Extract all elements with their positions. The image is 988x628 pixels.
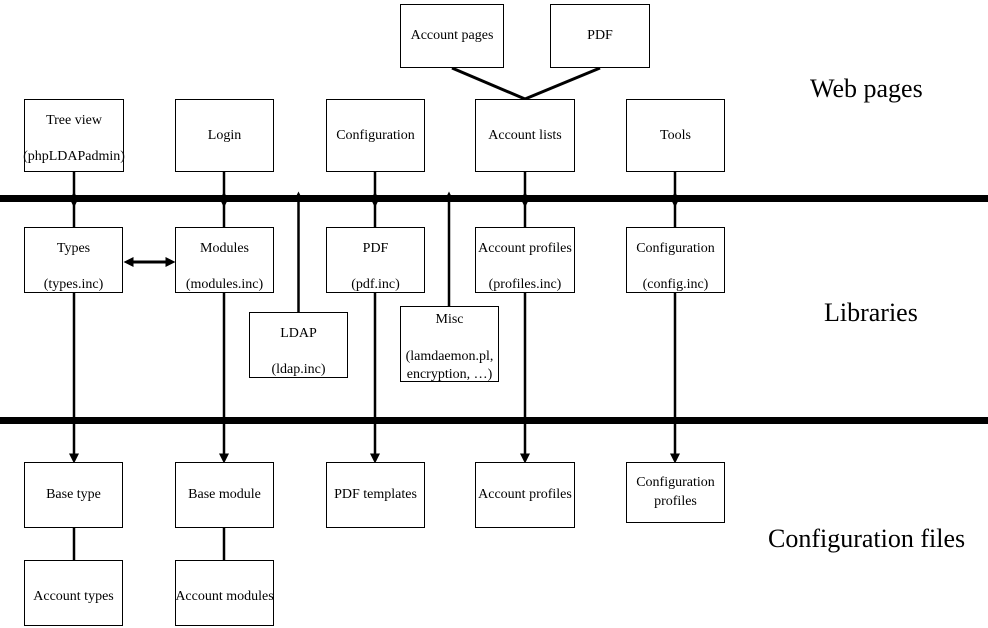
node-pdf-source-label: PDF <box>587 28 613 44</box>
node-account-modules[interactable]: Account modules <box>175 560 274 626</box>
connector-account-pages-to-account-lists <box>451 66 526 101</box>
node-configuration-profiles[interactable]: Configuration profiles <box>626 462 725 523</box>
node-account-types[interactable]: Account types <box>24 560 123 626</box>
node-ldap-sublabel: (ldap.inc) <box>271 362 326 378</box>
node-account-profiles-lib-label: Account profiles <box>478 241 572 256</box>
node-tools-label: Tools <box>660 127 691 143</box>
node-account-profiles-lib[interactable]: Account profiles (profiles.inc) <box>475 227 575 293</box>
node-misc[interactable]: Misc (lamdaemon.pl, encryption, …) <box>400 306 499 382</box>
section-label-configuration-files: Configuration files <box>768 524 965 554</box>
node-modules-label: Modules <box>200 241 249 256</box>
section-label-web-pages-text: Web pages <box>810 74 923 103</box>
node-tools[interactable]: Tools <box>626 99 725 172</box>
section-label-web-pages: Web pages <box>810 74 923 104</box>
node-base-module[interactable]: Base module <box>175 462 274 528</box>
node-pdf-templates[interactable]: PDF templates <box>326 462 425 528</box>
node-configuration-profiles-label-1: Configuration <box>636 474 715 490</box>
node-account-profiles-lib-sublabel: (profiles.inc) <box>488 277 562 293</box>
node-pdf-lib-sublabel: (pdf.inc) <box>351 277 400 293</box>
node-configuration-page-label: Configuration <box>336 127 415 143</box>
bus-bar-web-libraries <box>0 195 988 202</box>
node-account-profiles-file[interactable]: Account profiles <box>475 462 575 528</box>
node-modules-sublabel: (modules.inc) <box>185 277 264 293</box>
node-login[interactable]: Login <box>175 99 274 172</box>
section-label-libraries-text: Libraries <box>824 298 918 327</box>
node-configuration-page[interactable]: Configuration <box>326 99 425 172</box>
node-misc-sublabel-2: encryption, …) <box>406 366 493 382</box>
node-base-type[interactable]: Base type <box>24 462 123 528</box>
node-account-pages[interactable]: Account pages <box>400 4 504 68</box>
node-tree-view-label: Tree view <box>46 113 102 128</box>
node-account-modules-label: Account modules <box>175 589 274 604</box>
section-label-libraries: Libraries <box>824 298 918 328</box>
node-account-lists-label: Account lists <box>488 127 562 143</box>
node-pdf-lib-label: PDF <box>362 241 389 256</box>
node-misc-label: Misc <box>435 312 464 327</box>
node-account-profiles-file-label: Account profiles <box>478 487 572 503</box>
node-modules[interactable]: Modules (modules.inc) <box>175 227 274 293</box>
node-ldap-label: LDAP <box>280 326 317 341</box>
node-tree-view[interactable]: Tree view (phpLDAPadmin) <box>23 99 125 172</box>
bus-bar-libraries-config <box>0 417 988 424</box>
node-pdf-lib[interactable]: PDF (pdf.inc) <box>326 227 425 293</box>
node-account-lists[interactable]: Account lists <box>475 99 575 172</box>
node-pdf-templates-label: PDF templates <box>334 487 417 503</box>
node-base-type-label: Base type <box>46 487 101 503</box>
node-misc-sublabel-1: (lamdaemon.pl, <box>405 349 494 365</box>
node-configuration-profiles-label-2: profiles <box>654 493 697 509</box>
section-label-configuration-files-text: Configuration files <box>768 524 966 553</box>
node-base-module-label: Base module <box>188 487 261 503</box>
node-ldap[interactable]: LDAP (ldap.inc) <box>249 312 348 378</box>
node-configuration-lib[interactable]: Configuration (config.inc) <box>626 227 725 293</box>
node-pdf-source[interactable]: PDF <box>550 4 650 68</box>
node-account-pages-label: Account pages <box>410 28 494 44</box>
node-account-types-label: Account types <box>33 589 114 604</box>
node-tree-view-sublabel: (phpLDAPadmin) <box>23 149 125 165</box>
node-types[interactable]: Types (types.inc) <box>24 227 123 293</box>
node-configuration-lib-label: Configuration <box>636 241 715 256</box>
node-login-label: Login <box>207 127 242 143</box>
connector-pdf-to-account-lists <box>524 66 601 101</box>
node-types-sublabel: (types.inc) <box>43 277 104 293</box>
node-types-label: Types <box>56 241 91 256</box>
node-configuration-lib-sublabel: (config.inc) <box>642 277 709 293</box>
